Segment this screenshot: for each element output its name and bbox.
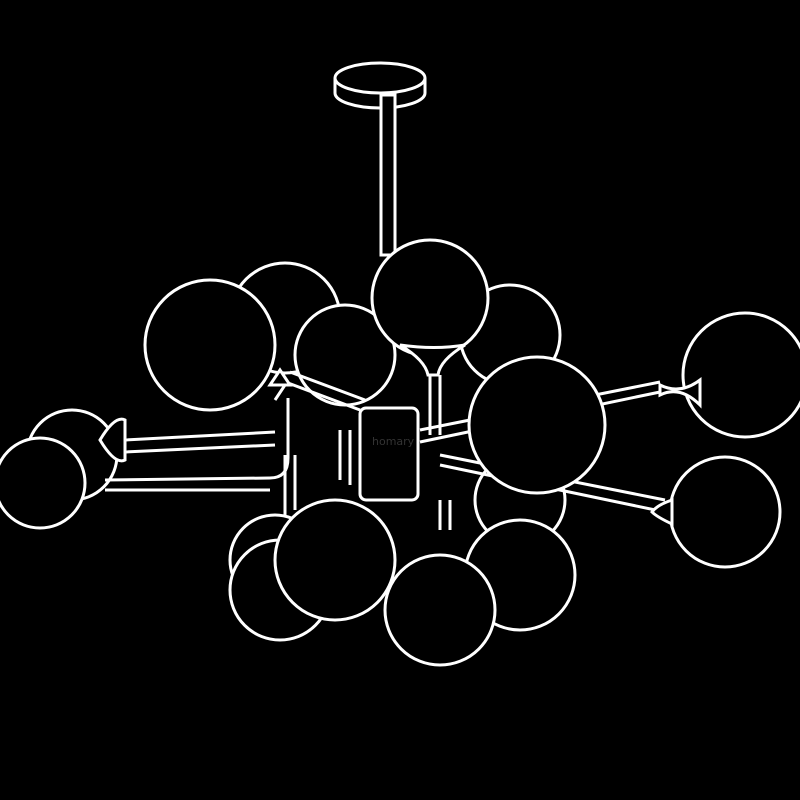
globe-necks [98,343,702,527]
globe [467,355,607,495]
globe [0,436,87,530]
globe [370,238,490,358]
canopy [333,61,427,110]
front-globes [0,238,800,667]
globe [273,498,397,622]
downrod [379,93,397,257]
globe [668,455,782,569]
arms [104,370,666,530]
center-body: homary [358,406,420,502]
globe [383,553,497,667]
globe [681,311,800,439]
watermark: homary [372,435,415,448]
globe [143,278,277,412]
